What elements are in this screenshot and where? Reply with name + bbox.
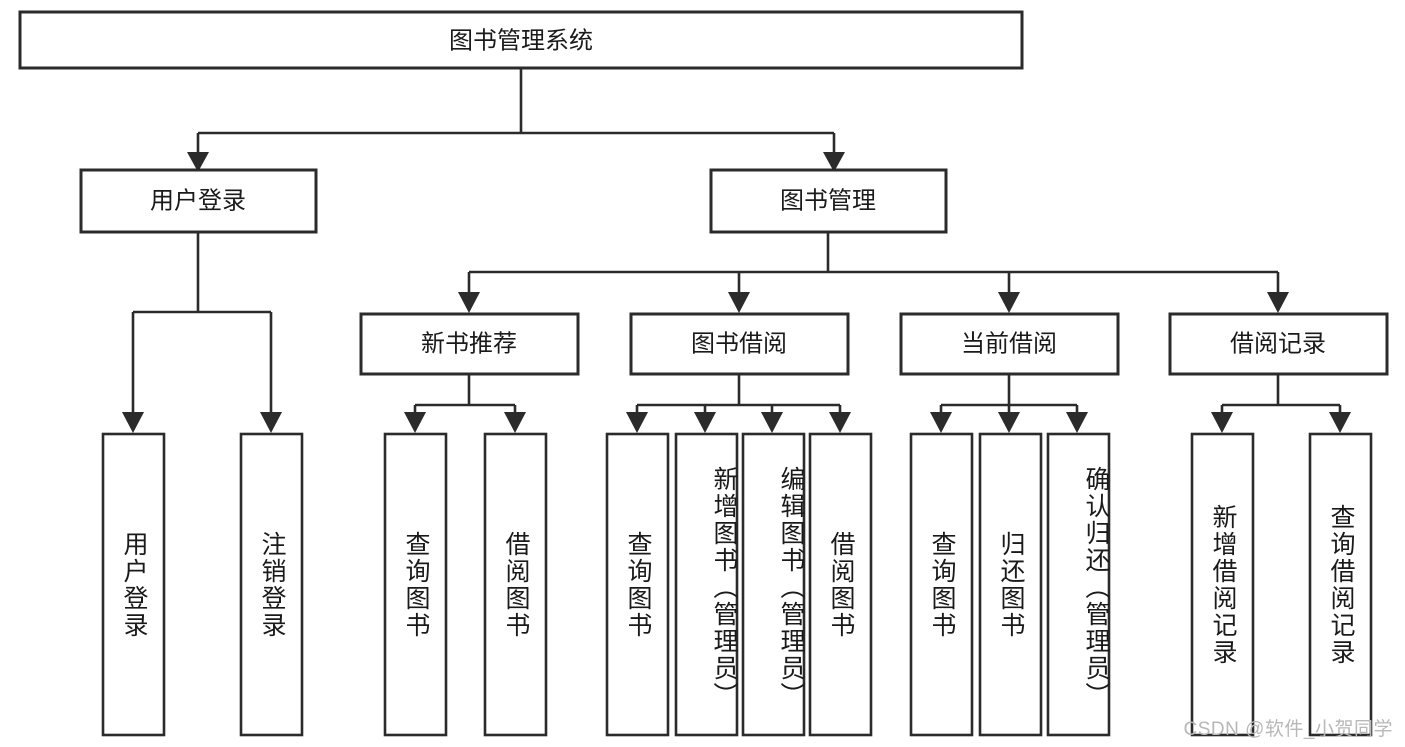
node-user-login-label: 用户登录	[150, 187, 246, 214]
node-root[interactable]: 图书管理系统	[18, 10, 1024, 70]
node-leaf-return-book[interactable]	[978, 432, 1043, 737]
node-leaf-borrow-book-1[interactable]	[483, 432, 548, 737]
node-leaf-query-book-2[interactable]	[605, 432, 670, 737]
node-book-borrow[interactable]: 图书借阅	[629, 312, 850, 376]
node-leaf-confirm-return[interactable]	[1046, 432, 1111, 737]
node-book-management-label: 图书管理	[780, 187, 876, 214]
node-leaf-user-login[interactable]	[101, 432, 166, 737]
node-book-management[interactable]: 图书管理	[709, 168, 948, 234]
connector-newbook-to-leaves	[404, 374, 526, 433]
node-new-book-recommend[interactable]: 新书推荐	[359, 312, 580, 376]
node-borrow-record-label: 借阅记录	[1230, 330, 1326, 357]
node-book-borrow-label: 图书借阅	[691, 330, 787, 357]
node-leaf-add-book[interactable]	[674, 432, 739, 737]
node-leaf-query-book-1[interactable]	[383, 432, 448, 737]
connector-root-to-level2	[187, 68, 845, 172]
node-new-book-recommend-label: 新书推荐	[421, 330, 517, 357]
connector-bookborrow-to-leaves	[626, 374, 851, 433]
connector-currentborrow-to-leaves	[930, 374, 1088, 433]
csdn-watermark: CSDN @软件_小贺同学	[1183, 719, 1393, 740]
node-current-borrow[interactable]: 当前借阅	[899, 312, 1120, 376]
node-leaf-user-logout[interactable]	[239, 432, 304, 737]
connector-bookmgmt-to-level3	[458, 232, 1289, 313]
node-leaf-add-record[interactable]	[1190, 432, 1255, 737]
connector-borrowrecord-to-leaves	[1211, 374, 1351, 433]
node-leaf-edit-book[interactable]	[741, 432, 806, 737]
node-borrow-record[interactable]: 借阅记录	[1168, 312, 1389, 376]
node-root-label: 图书管理系统	[449, 27, 593, 54]
node-leaf-query-record[interactable]	[1308, 432, 1373, 737]
node-leaf-query-book-3[interactable]	[909, 432, 974, 737]
node-leaf-borrow-book-2[interactable]	[808, 432, 873, 737]
node-current-borrow-label: 当前借阅	[961, 330, 1057, 357]
connector-userlogin-to-leaves	[122, 232, 282, 433]
node-user-login[interactable]: 用户登录	[79, 168, 318, 234]
